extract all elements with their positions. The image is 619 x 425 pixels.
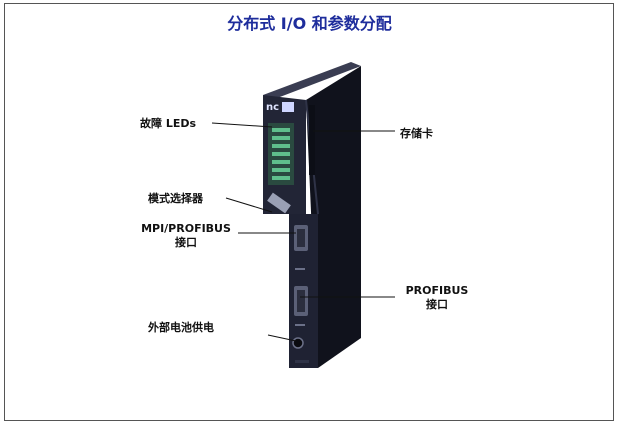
label-profibus: PROFIBUS 接口 bbox=[402, 284, 472, 312]
leader-fault-leds bbox=[211, 122, 273, 128]
battery-socket bbox=[292, 337, 304, 349]
label-mpi-profibus: MPI/PROFIBUS 接口 bbox=[138, 222, 234, 250]
leader-lines bbox=[211, 122, 395, 342]
mode-selector-key bbox=[267, 192, 291, 214]
label-mpi-profibus-line1: MPI/PROFIBUS bbox=[141, 222, 231, 235]
logo-box bbox=[282, 102, 294, 112]
label-external-battery: 外部电池供电 bbox=[148, 321, 214, 334]
label-mode-selector: 模式选择器 bbox=[148, 192, 203, 205]
label-memory-card: 存储卡 bbox=[400, 127, 433, 140]
module-logo: nc bbox=[266, 102, 279, 113]
module-top-face bbox=[263, 62, 361, 100]
leader-battery bbox=[267, 334, 297, 342]
leader-mode-selector bbox=[225, 197, 273, 213]
label-profibus-line1: PROFIBUS bbox=[405, 284, 469, 297]
module-side-face bbox=[306, 66, 361, 368]
memory-card-slot bbox=[309, 105, 315, 175]
label-profibus-line2: 接口 bbox=[426, 298, 448, 311]
fault-leds bbox=[272, 128, 290, 180]
label-fault-leds: 故障 LEDs bbox=[140, 117, 197, 130]
page-title: 分布式 I/O 和参数分配 bbox=[227, 14, 392, 33]
label-mpi-profibus-line2: 接口 bbox=[175, 236, 197, 249]
